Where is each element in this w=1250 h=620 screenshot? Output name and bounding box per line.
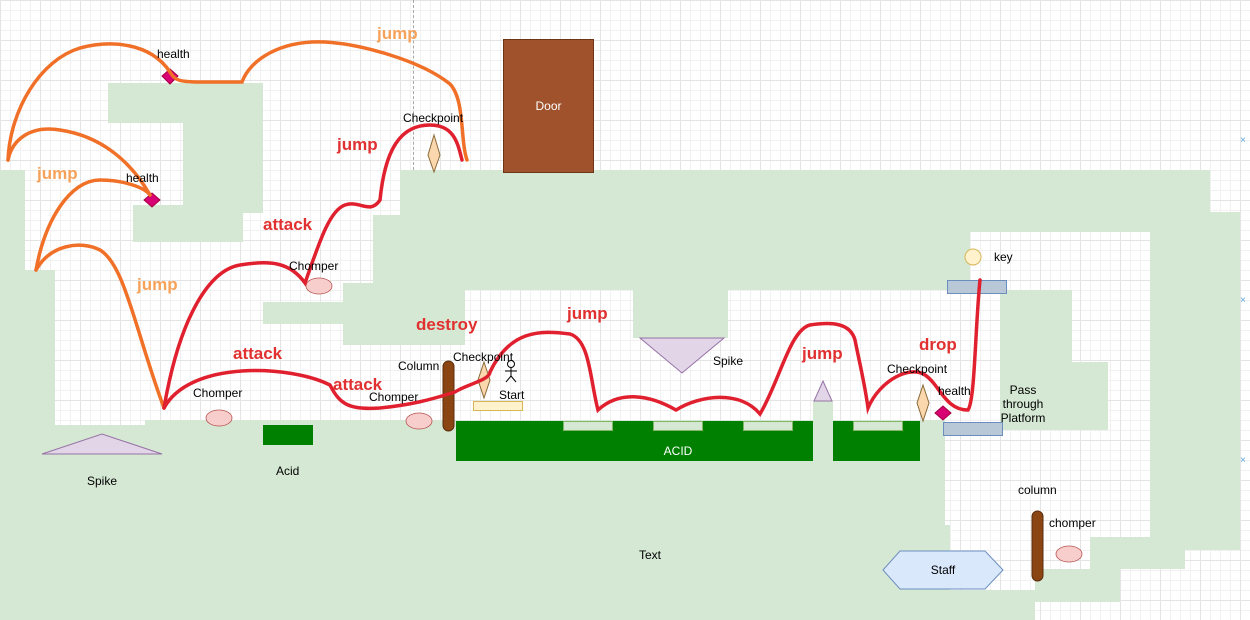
pass-through-label: Pass through Platform [1000,383,1046,425]
orange-path-jump-down [34,243,166,410]
annotation-attack-upper: attack [263,215,313,234]
mid-left-ledge [133,205,243,242]
right-lower-step2 [1120,547,1185,569]
checkpoint-start [477,360,491,400]
acid-platform-4 [853,421,903,431]
chomper-upper [305,277,333,295]
small-ledge [263,302,348,324]
column-label-start: Column [398,359,440,373]
chomper-lower-right [1055,545,1083,563]
chomper-label-middle: Chomper [369,390,419,404]
ground-left [0,425,145,620]
orange-path-middle [6,127,152,197]
start-pad [473,401,523,411]
annotation-attack-middle: attack [333,375,383,394]
door [503,39,594,173]
pass-through-platform-key [947,280,1007,294]
right-upper [970,170,1150,232]
red-route-lower [162,278,982,418]
annotation-jump-left: jump [37,164,78,183]
right-wall [1150,170,1210,212]
canvas-edge-marker-3: × [1240,455,1246,466]
right-inner-block [1000,290,1072,430]
door-label: Door [535,99,562,113]
health-label-top: health [157,47,190,61]
health-label-right: health [938,384,971,398]
annotation-jump-right: jump [802,344,843,363]
right-bottom-block [1035,569,1120,602]
chomper-label-upper: Chomper [289,259,339,273]
checkpoint-label-upper: Checkpoint [403,111,464,125]
checkpoint-label-start: Checkpoint [453,350,514,364]
spike-label-left: Spike [87,474,118,488]
start-label: Start [499,388,525,402]
canvas-edge-marker-2: × [1240,295,1246,306]
acid-label-small: Acid [276,464,300,478]
acid-platform-3 [743,421,793,431]
spike-support [633,290,728,338]
right-inner-bump [1072,362,1108,430]
left-wall [0,170,25,270]
spike-ceiling [638,337,726,374]
key-label: key [994,250,1013,264]
right-slab-top [1150,212,1240,550]
acid-label-big: ACID [663,444,693,458]
acid-pool-small [263,425,313,445]
checkpoint-right [916,383,930,423]
chomper-label-lower-right: chomper [1049,516,1096,530]
ground-bottom-right [950,590,1035,620]
upper-step [373,215,403,285]
checkpoint-label-right: Checkpoint [887,362,948,376]
left-wall-lower [0,270,55,425]
annotation-jump-mid: jump [137,275,178,294]
acid-platform-2 [653,421,703,431]
upper-slab-body [400,232,970,290]
text-label: Text [639,548,662,562]
annotation-destroy: destroy [416,315,478,334]
spike-label-ceiling: Spike [713,354,744,368]
chomper-label-left: Chomper [193,386,243,400]
annotation-jump-red-upper: jump [337,135,378,154]
upper-left-block [108,83,263,123]
column-label-lower-right: column [1018,483,1057,497]
acid-platform-1 [563,421,613,431]
canvas-edge-marker-1: × [1240,135,1246,146]
health-pickup-right [934,405,952,421]
annotation-jump-top: jump [377,24,418,43]
pass-through-platform [943,422,1003,436]
annotation-attack-left: attack [233,344,283,363]
health-pickup-top [161,68,179,85]
spike-pillar [813,379,833,402]
health-label-mid: health [126,171,159,185]
upper-left-block-stem [183,123,263,213]
middle-pillar [343,283,465,345]
annotation-jump-acid: jump [567,304,608,323]
annotation-drop: drop [919,335,957,354]
checkpoint-upper [427,133,441,174]
staff-label: Staff [930,563,956,577]
